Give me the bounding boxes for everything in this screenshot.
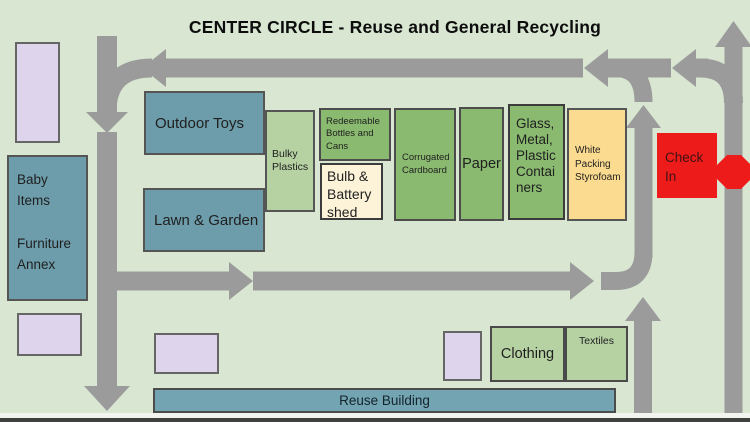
textiles: Textiles — [565, 326, 628, 382]
road-inner-bottom-curve — [601, 251, 653, 290]
bulky-plastics: Bulky Plastics — [265, 110, 315, 212]
check-in-label: Check In — [665, 150, 704, 184]
corrugated-cardboard-label: Corrugated Cardboard — [402, 152, 450, 176]
stop-sign-octagon — [717, 155, 750, 189]
empty-lot-bottom-center-left — [154, 333, 219, 374]
corrugated-cardboard: Corrugated Cardboard — [394, 108, 456, 221]
arrowhead-right-middle-road-end — [570, 262, 594, 300]
reuse-building-label: Reuse Building — [339, 393, 430, 408]
reuse-building: Reuse Building — [153, 388, 616, 413]
white-packing-styrofoam: White Packing Styrofoam — [567, 108, 627, 221]
glass-metal-plastic-containers: Glass, Metal, Plastic Containers — [508, 104, 565, 220]
arrowhead-left-top-road-end — [142, 49, 166, 87]
bulb-battery-shed: Bulb & Battery shed — [320, 163, 383, 220]
textiles-label: Textiles — [578, 335, 614, 347]
baby-items-furniture-annex-label: Baby Items Furniture Annex — [17, 172, 72, 273]
arrowhead-up-bottom-right — [625, 297, 661, 321]
arrowheads — [84, 21, 750, 411]
outdoor-toys: Outdoor Toys — [144, 91, 265, 155]
bottom-dark-strip — [0, 418, 750, 422]
road-segments — [97, 36, 743, 414]
clothing: Clothing — [490, 326, 565, 382]
bulky-plastics-label: Bulky Plastics — [272, 147, 309, 173]
clothing-label: Clothing — [500, 346, 555, 362]
glass-metal-plastic-containers-label: Glass, Metal, Plastic Containers — [516, 116, 556, 195]
lawn-and-garden: Lawn & Garden — [143, 188, 265, 252]
arrowhead-up-right-road-top — [715, 21, 750, 47]
paper: Paper — [459, 107, 504, 221]
lawn-and-garden-label: Lawn & Garden — [154, 211, 259, 229]
redeemable-bottles-cans: Redeemable Bottles and Cans — [319, 108, 391, 161]
redeemable-bottles-cans-label: Redeemable Bottles and Cans — [326, 116, 380, 152]
page-title: CENTER CIRCLE - Reuse and General Recycl… — [188, 17, 602, 37]
empty-lot-bottom-left — [17, 313, 82, 356]
baby-items-furniture-annex: Baby Items Furniture Annex — [7, 155, 88, 301]
paper-label: Paper — [462, 156, 501, 172]
arrowhead-left-top-road-mid1 — [584, 49, 608, 87]
empty-lot-top-left — [15, 42, 60, 143]
arrowhead-down-left-mid — [86, 112, 128, 133]
road-inner-top-curve — [614, 59, 653, 103]
outdoor-toys-label: Outdoor Toys — [155, 114, 244, 132]
empty-lot-bottom-center-right — [443, 331, 482, 381]
white-packing-styrofoam-label: White Packing Styrofoam — [575, 145, 621, 184]
arrowhead-right-middle-road-mid — [229, 262, 253, 300]
bottom-light-strip — [0, 413, 750, 418]
arrowhead-left-top-road-mid2 — [672, 49, 696, 87]
arrowhead-down-left-bottom — [84, 386, 130, 411]
check-in: Check In — [657, 133, 717, 198]
arrowhead-up-inner — [626, 105, 661, 128]
bulb-battery-shed-label: Bulb & Battery shed — [327, 168, 372, 220]
